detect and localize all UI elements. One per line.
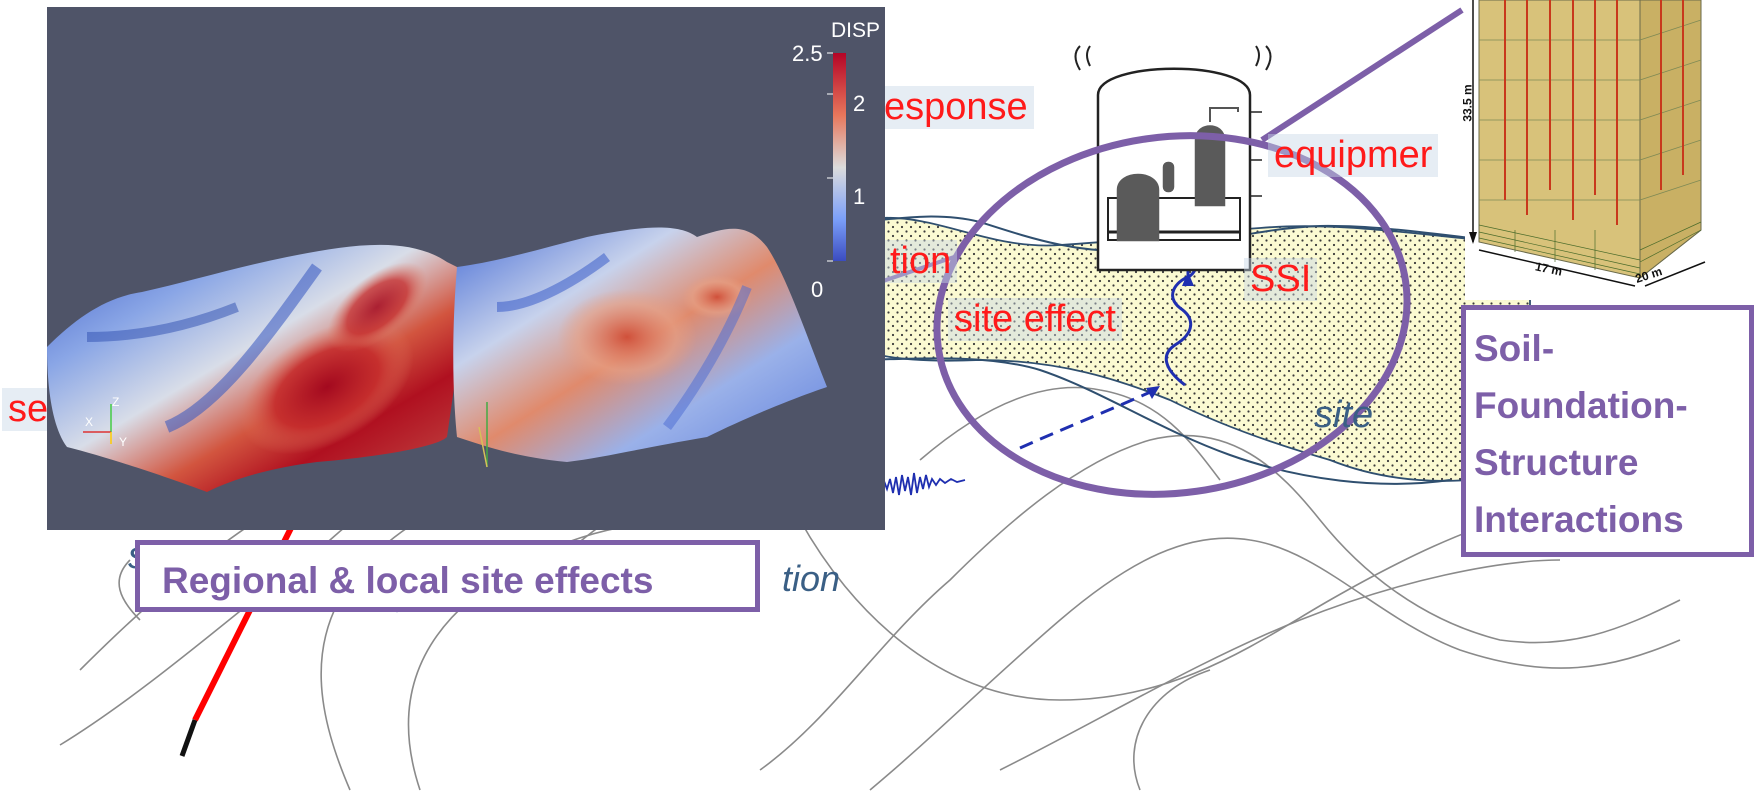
pile-model-figure: 33.5 m 17 m 20 m <box>1461 0 1725 300</box>
sfsi-callout: Soil- Foundation- Structure Interactions <box>1461 305 1754 557</box>
legend-tick-max: 2.5 <box>792 41 823 66</box>
simulation-displacement-view: DISP 2.5 2 1 0 Z X Y <box>47 7 885 530</box>
site-effect-label: site effect <box>948 298 1122 341</box>
sfsi-line: Foundation- <box>1474 385 1688 426</box>
vibration-mark <box>1074 45 1081 71</box>
tion-label: tion <box>884 240 958 283</box>
contour-line <box>999 559 1561 771</box>
zoom-line-top <box>1260 7 1464 143</box>
wiggle-arrowhead <box>1182 272 1194 286</box>
vessel-left <box>1116 173 1160 242</box>
axis-label-x: X <box>85 415 94 429</box>
pile-height-label: 33.5 m <box>1460 84 1475 122</box>
wave-path-dashed <box>1019 388 1156 450</box>
contour-line <box>1133 669 1211 791</box>
vibration-mark <box>1265 45 1272 71</box>
contour-line <box>869 537 1681 791</box>
sfsi-line: Structure <box>1474 442 1639 483</box>
legend-tick-0: 0 <box>811 277 824 302</box>
contour-line <box>118 559 141 621</box>
site-label: site <box>1314 394 1374 436</box>
pile-model-grid <box>1469 0 1706 287</box>
legend-tick-2: 2 <box>853 91 866 116</box>
regional-site-effects-callout: Regional & local site effects <box>135 540 760 612</box>
sfsi-line: Soil- <box>1474 328 1555 369</box>
bottom-tion-label: tion <box>782 558 841 599</box>
response-label: esponse <box>878 86 1034 129</box>
vibration-mark <box>1255 45 1260 67</box>
equipment-label: equipmer <box>1268 134 1439 177</box>
wave-arrowhead <box>1146 386 1160 399</box>
ssi-highlight-ellipse <box>933 132 1411 498</box>
contour-line <box>919 386 1221 481</box>
axis-label-z: Z <box>112 395 120 409</box>
zoom-line-left <box>879 253 961 284</box>
ssi-label: SSI <box>1244 258 1318 301</box>
vessel-small <box>1162 161 1175 193</box>
se-label: se <box>2 388 55 431</box>
contour-line <box>759 434 1681 771</box>
legend-title: DISP <box>831 19 881 42</box>
color-bar <box>833 53 846 261</box>
displacement-surfaces <box>47 52 846 492</box>
reactor-building <box>1074 45 1272 272</box>
fault-line-black <box>179 719 198 757</box>
legend-tick-1: 1 <box>853 184 866 209</box>
vibration-mark <box>1086 45 1091 67</box>
site-basin-bottom <box>859 357 1451 485</box>
sfsi-line: Interactions <box>1474 499 1684 540</box>
seismic-wave-trace <box>879 472 966 496</box>
axis-label-y: Y <box>119 435 128 449</box>
regional-site-effects-text: Regional & local site effects <box>162 560 654 601</box>
